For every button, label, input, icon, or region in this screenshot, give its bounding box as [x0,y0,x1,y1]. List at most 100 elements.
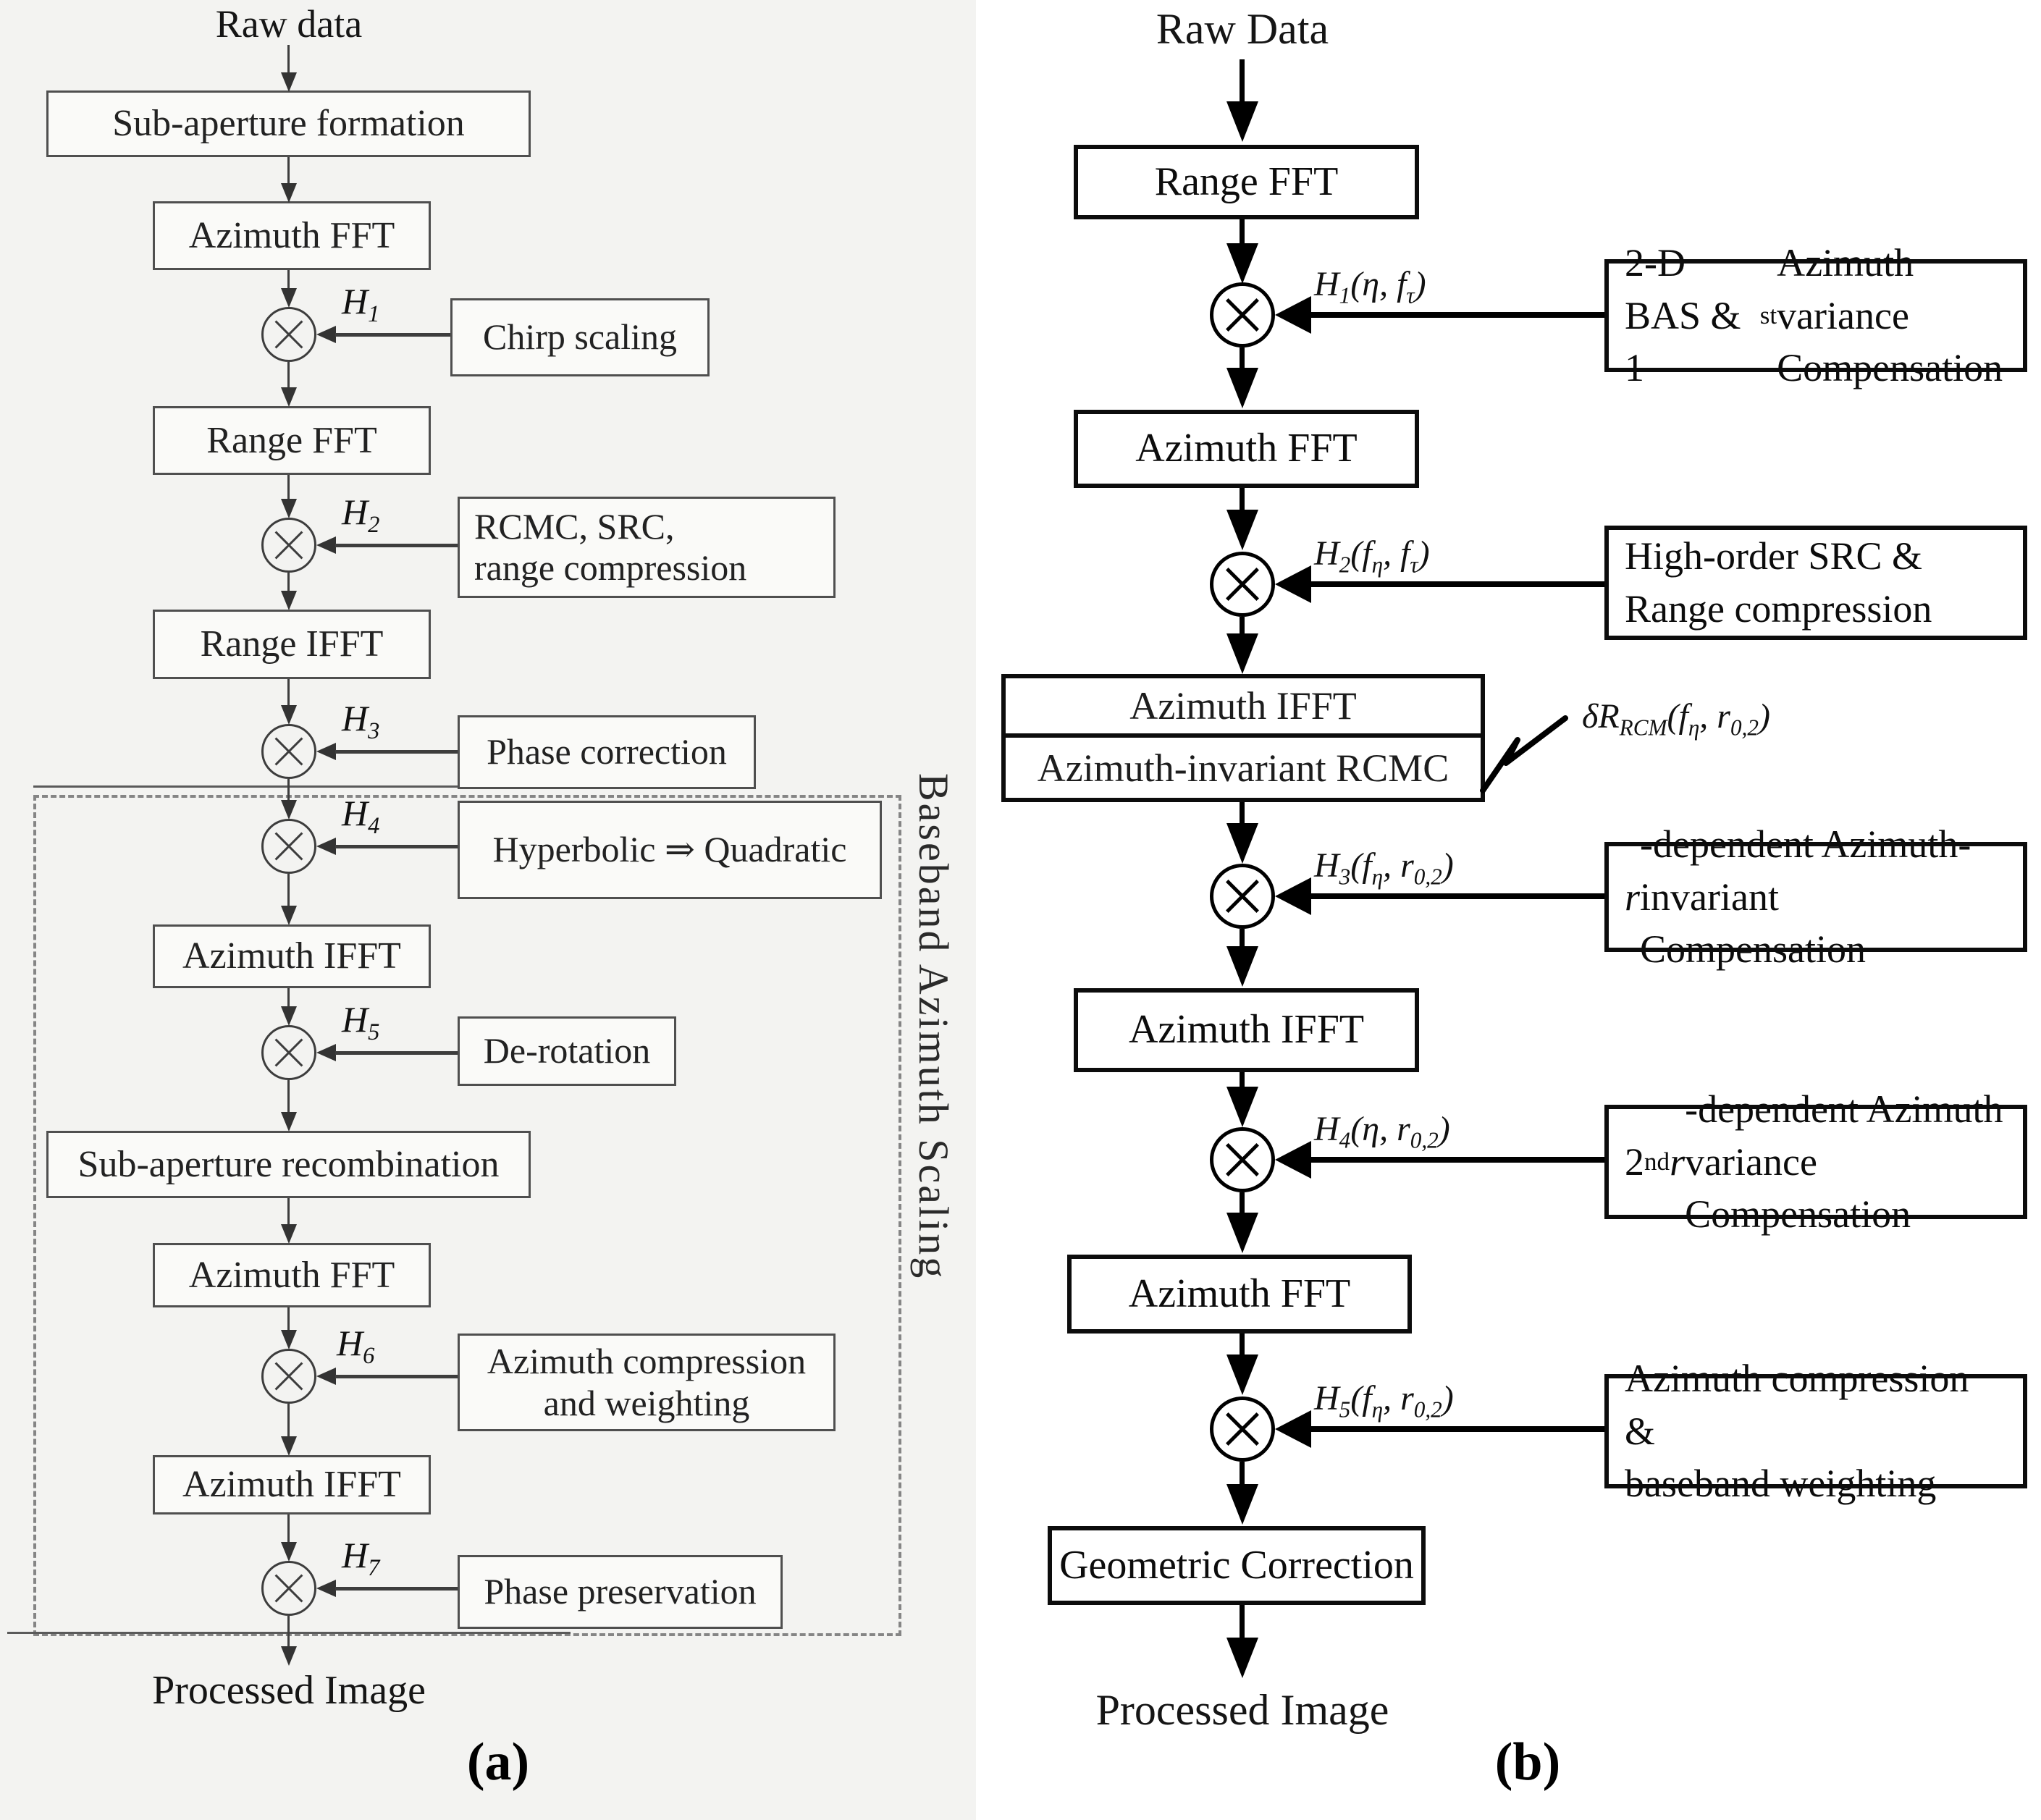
arrow-down-icon [1226,1087,1258,1127]
flow-line [1240,347,1245,368]
multiplier-h3-icon [261,724,316,779]
arrow-down-icon [281,288,297,308]
flow-line [335,333,450,337]
flow-line [287,679,290,705]
multiplier-h1-icon [261,307,316,362]
arrow-down-icon [281,1542,297,1562]
flow-line [1311,581,1604,587]
side-box-chirp-scaling: Chirp scaling [450,298,710,376]
flow-line [1240,929,1245,946]
h4-label-a: H4 [342,793,380,839]
arrow-left-icon [316,1044,336,1061]
flow-line [287,1616,290,1646]
node-azimuth-invariant-rcmc: Azimuth-invariant RCMC [1037,746,1449,790]
flow-line [1311,893,1604,899]
multiplier-h4b-icon [1210,1127,1275,1192]
arrow-down-icon [1226,633,1258,674]
arrow-down-icon [1226,1213,1258,1253]
node-azimuth-ifft-b: Azimuth IFFT [1074,988,1419,1072]
h5-label-a: H5 [342,999,380,1045]
side-box-r-dependent-invariant: r-dependent Azimuth-invariant Compensati… [1604,822,2027,971]
node-range-ifft-a: Range IFFT [153,610,431,679]
flow-line [1311,312,1604,318]
node-azimuth-ifft-rcmc-top: Azimuth IFFT [1006,678,1481,738]
arrow-down-icon [1226,946,1258,987]
node-azimuth-fft-2-a: Azimuth FFT [153,1243,431,1307]
node-range-fft-b: Range FFT [1074,145,1419,219]
node-azimuth-fft-1-b: Azimuth FFT [1074,410,1419,488]
side-box-high-order-src: High-order SRC &Range compression [1604,526,2027,640]
arrow-left-icon [316,536,336,554]
node-azimuth-ifft-rcmc: Azimuth IFFT Azimuth-invariant RCMC [1001,674,1485,802]
flow-line [287,1307,290,1330]
arrow-down-icon [281,906,297,925]
processed-image-label-a: Processed Image [152,1668,426,1713]
node-sub-aperture-recombination: Sub-aperture recombination [46,1131,531,1198]
flow-line [287,874,290,906]
flow-line [287,573,290,591]
arrow-down-icon [281,1646,297,1666]
side-box-hyperbolic-quadratic: Hyperbolic ⇒ Quadratic [458,801,882,899]
arrow-down-icon [281,387,297,407]
arrow-left-icon [1275,877,1311,915]
arrow-down-icon [281,591,297,610]
baseband-scaling-region [33,795,901,1636]
flow-line [1311,1157,1604,1163]
delta-rcm-label: δRRCM(fη, r0,2) [1582,697,1770,741]
arrow-down-icon [281,499,297,518]
raw-data-label-b: Raw Data [1156,5,1329,53]
arrow-down-icon [281,1006,297,1026]
multiplier-h3b-icon [1210,864,1275,929]
flow-line [335,1587,458,1591]
flow-line [1240,59,1245,101]
arrow-down-icon [281,1112,297,1132]
arrow-down-icon [281,1224,297,1244]
flow-line [335,1051,458,1055]
arrow-left-icon [316,838,336,855]
arrow-down-icon [1226,368,1258,408]
side-box-rcmc-src: RCMC, SRC,range compression [458,497,836,598]
flow-line [335,544,458,547]
flow-line [287,270,290,288]
flow-line [287,362,290,387]
flow-line [287,1080,290,1112]
multiplier-h7-icon [261,1561,316,1616]
arrow-down-icon [1226,1638,1258,1678]
arrow-left-icon [1275,296,1311,334]
flow-line [1240,488,1245,510]
arrow-down-icon [1226,1355,1258,1395]
multiplier-h2b-icon [1210,552,1275,617]
flow-line [335,750,458,754]
side-box-phase-correction: Phase correction [458,715,756,789]
h2-label-a: H2 [342,492,380,538]
arrow-down-icon [1226,823,1258,864]
arrow-down-icon [1226,243,1258,284]
side-box-phase-preservation: Phase preservation [458,1555,783,1629]
flow-line [1311,1426,1604,1432]
flow-line [1240,1192,1245,1213]
raw-data-label-a: Raw data [215,2,363,46]
arrow-down-icon [281,183,297,203]
node-range-fft-a: Range FFT [153,406,431,475]
baseband-scaling-label: Baseband Azimuth Scaling [910,773,957,1281]
arrow-down-icon [281,800,297,820]
node-azimuth-fft-1-a: Azimuth FFT [153,201,431,270]
flow-line [287,1198,290,1224]
h2-label-b: H2(fη, fτ) [1314,534,1430,578]
arrow-down-icon [281,1436,297,1456]
flow-line [335,845,458,848]
divider-line [33,785,571,788]
node-geometric-correction: Geometric Correction [1048,1526,1426,1605]
multiplier-h4-icon [261,819,316,874]
caption-a: (a) [466,1732,530,1792]
arrow-down-icon [1226,101,1258,142]
node-azimuth-fft-2-b: Azimuth FFT [1067,1255,1412,1334]
arrow-left-icon [1275,565,1311,603]
caption-b: (b) [1494,1732,1561,1792]
arrow-left-icon [316,1368,336,1385]
node-azimuth-ifft-1-a: Azimuth IFFT [153,924,431,988]
